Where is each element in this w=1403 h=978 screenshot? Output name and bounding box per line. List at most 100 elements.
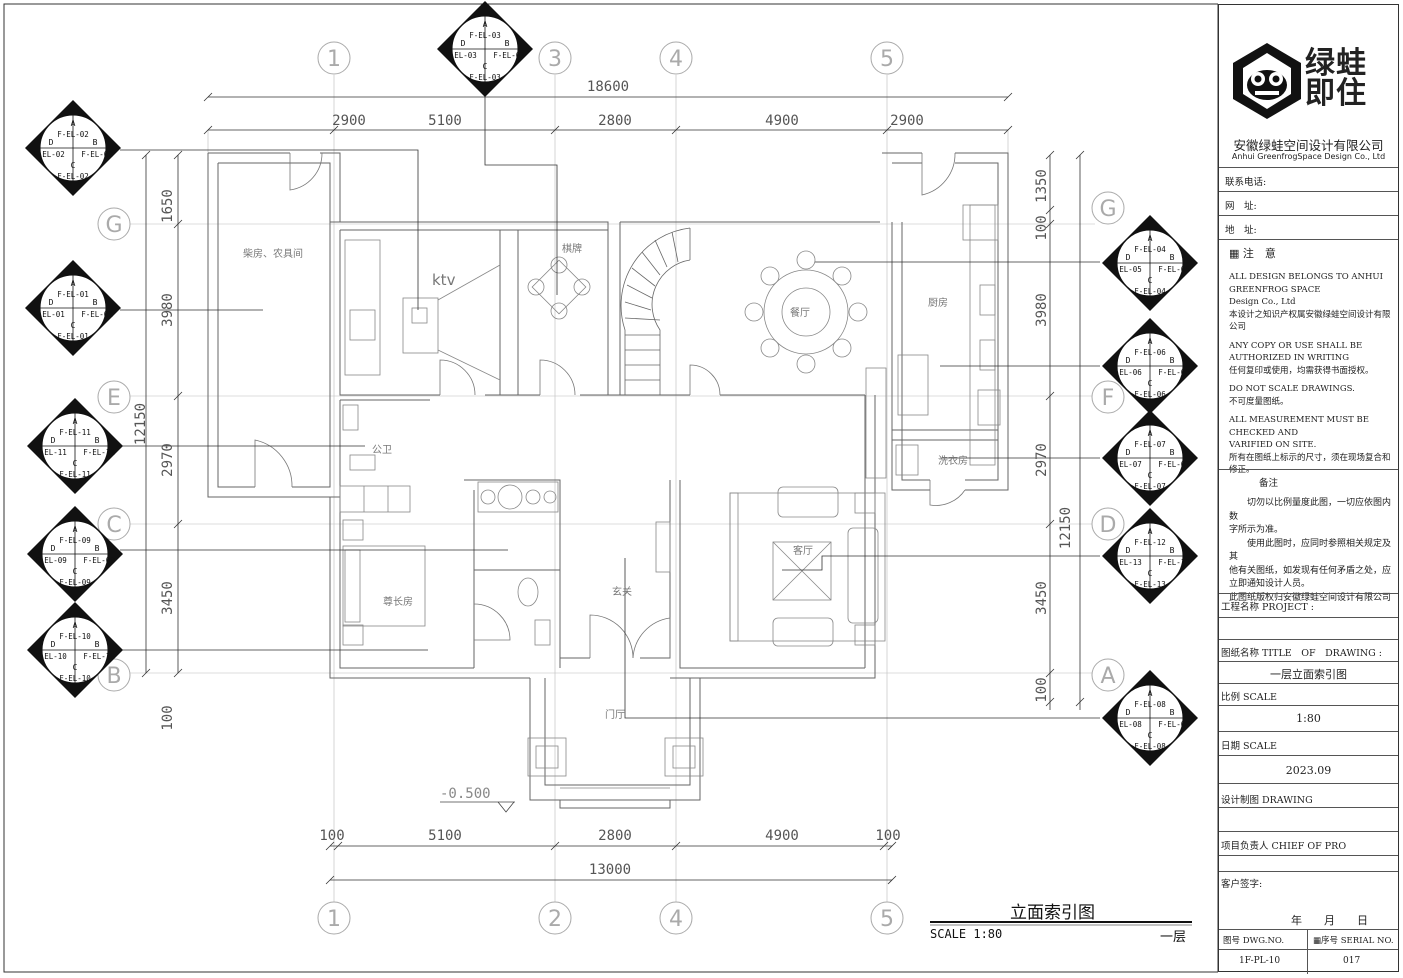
svg-text:5: 5: [880, 47, 894, 72]
room-living: 客厅: [793, 544, 813, 557]
brand-name: 绿蛙 即住: [1305, 46, 1367, 111]
svg-text:B: B: [1170, 356, 1175, 365]
grid-bubbles-bottom: 1 2 4 5: [317, 901, 904, 935]
grid-bubble-top-3: 3: [538, 41, 572, 75]
serial-label: ▦序号 SERIAL NO.: [1313, 936, 1394, 946]
svg-text:F-EL-08: F-EL-08: [1134, 700, 1166, 709]
svg-text:F-EL-12: F-EL-12: [1134, 538, 1166, 547]
dim-right-1: 100: [1034, 215, 1050, 240]
svg-text:F-EL-10: F-EL-10: [35, 652, 67, 661]
notice-title: ▦ 注 意: [1229, 247, 1276, 260]
grid-bubble-bottom-5: 5: [870, 901, 904, 935]
dims-left-lines: [141, 150, 183, 678]
notice-line-2: 本设计之知识产权属安徽绿蛙空间设计有限公司: [1229, 309, 1391, 333]
svg-text:F-EL-07: F-EL-07: [1158, 460, 1190, 469]
title-block: 绿蛙 即住 安徽绿蛙空间设计有限公司 Anhui GreenfrogSpace …: [1218, 4, 1399, 974]
room-dining: 餐厅: [790, 306, 810, 319]
svg-text:B: B: [106, 664, 121, 689]
svg-text:D: D: [1126, 356, 1131, 365]
grid-bubble-right-G: G: [1091, 191, 1125, 225]
notice-line-12: 所有在图纸上标示的尺寸，须在现场复合和修正。: [1229, 452, 1391, 476]
room-public-wc: 公卫: [372, 445, 392, 456]
svg-text:F-EL-08: F-EL-08: [1158, 720, 1190, 729]
svg-text:F-EL-10: F-EL-10: [83, 652, 115, 661]
svg-text:C: C: [1148, 276, 1153, 285]
svg-text:F-EL-08: F-EL-08: [1110, 720, 1142, 729]
grid-bubble-bottom-2: 2: [538, 901, 572, 935]
svg-text:A: A: [73, 621, 78, 630]
svg-text:F-EL-09: F-EL-09: [59, 536, 91, 545]
svg-text:C: C: [1148, 471, 1153, 480]
grid-bubble-bottom-1: 1: [317, 901, 351, 935]
svg-text:F-EL-11: F-EL-11: [35, 448, 67, 457]
leader-lines: [120, 80, 1100, 719]
dim-left-3: 3450: [160, 581, 176, 615]
svg-text:F-EL-04: F-EL-04: [1134, 287, 1166, 296]
grid-bubble-left-C: C: [97, 507, 131, 541]
company-name: 安徽绿蛙空间设计有限公司: [1233, 138, 1384, 153]
elevation-index-tags: AF-EL-03BF-EL-03DF-EL-03CF-EL-03AF-EL-02…: [25, 1, 1198, 766]
remarks-line-5: 此图纸版权归安徽绿蛙空间设计有限公司: [1229, 592, 1392, 603]
svg-text:A: A: [1148, 337, 1153, 346]
address-label: 地 址:: [1225, 225, 1257, 236]
svg-text:A: A: [73, 417, 78, 426]
svg-text:F-EL-03: F-EL-03: [469, 73, 501, 82]
grid-bubble-right-D: D: [1091, 507, 1125, 541]
svg-text:F-EL-03: F-EL-03: [469, 31, 501, 40]
dim-left-2: 2970: [160, 443, 176, 477]
svg-text:F-EL-09: F-EL-09: [83, 556, 115, 565]
svg-text:A: A: [483, 20, 488, 29]
room-kitchen: 厨房: [928, 296, 948, 309]
svg-text:D: D: [49, 138, 54, 147]
svg-text:B: B: [95, 544, 100, 553]
svg-text:B: B: [1170, 448, 1175, 457]
svg-text:D: D: [51, 640, 56, 649]
svg-text:F-EL-12: F-EL-12: [1158, 558, 1190, 567]
svg-text:C: C: [106, 513, 121, 538]
dim-left-1: 3980: [160, 293, 176, 327]
level-mark: [440, 801, 515, 813]
svg-text:D: D: [1100, 513, 1117, 538]
notice-line-5: 任何复印或使用，均需获得书面授权。: [1229, 365, 1374, 376]
drawing-title-value: 一层立面索引图: [1270, 668, 1347, 681]
grid-bubble-right-A: A: [1091, 658, 1125, 692]
dim-top-3: 4900: [765, 113, 799, 129]
dim-bottom-1: 5100: [428, 828, 462, 844]
svg-text:C: C: [73, 567, 78, 576]
svg-text:F-EL-10: F-EL-10: [59, 632, 91, 641]
svg-text:B: B: [1170, 253, 1175, 262]
svg-text:A: A: [1100, 664, 1115, 689]
notice-line-10: ALL MEASUREMENT MUST BE CHECKED AND: [1229, 415, 1369, 438]
room-laundry: 洗衣房: [938, 454, 968, 467]
level-text: -0.500: [440, 786, 491, 802]
svg-text:C: C: [73, 459, 78, 468]
svg-text:F-EL-06: F-EL-06: [1134, 348, 1166, 357]
svg-text:D: D: [49, 298, 54, 307]
svg-text:F-EL-02: F-EL-02: [81, 150, 113, 159]
remarks-text: 切勿以比例量度此图，一切应依图内数字所示为准。 使用此图时，应同时参照相关规定及…: [1229, 497, 1395, 605]
svg-text:F-EL-05: F-EL-05: [1110, 265, 1142, 274]
scale-value: 1:80: [1296, 712, 1321, 725]
notice-line-4: ANY COPY OR USE SHALL BE AUTHORIZED IN W…: [1229, 340, 1363, 364]
svg-text:F-EL-01: F-EL-01: [57, 332, 89, 341]
contact-label: 联系电话:: [1225, 177, 1267, 188]
frog-logo-icon: [1233, 43, 1301, 119]
dim-bottom-0: 100: [319, 828, 344, 844]
furniture: [339, 204, 1001, 789]
svg-text:F-EL-07: F-EL-07: [1110, 460, 1142, 469]
project-label: 工程名称 PROJECT :: [1221, 602, 1314, 613]
room-door-hall: 门厅: [605, 708, 625, 721]
date-value: 2023.09: [1285, 764, 1332, 777]
svg-text:4: 4: [669, 907, 683, 932]
grid-bubble-top-5: 5: [870, 41, 904, 75]
svg-text:F-EL-02: F-EL-02: [33, 150, 65, 159]
svg-text:5: 5: [880, 907, 894, 932]
room-labels: 柴房、农具间 ktv 棋牌 餐厅 厨房 洗衣房 公卫 尊长房 玄关 客厅 门厅 …: [243, 242, 968, 802]
svg-text:F-EL-04: F-EL-04: [1134, 245, 1166, 254]
